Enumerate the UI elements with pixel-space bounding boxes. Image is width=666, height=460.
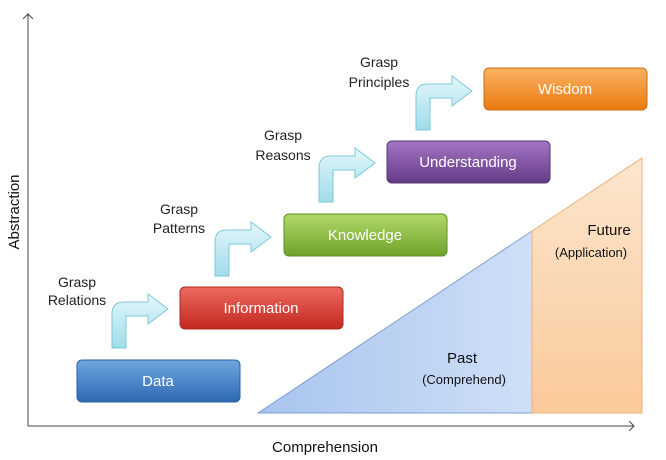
step-wisdom: Wisdom: [483, 67, 648, 111]
future-title: Future: [587, 222, 630, 239]
future-region: [531, 157, 643, 414]
step-knowledge-label: Knowledge: [328, 227, 402, 244]
label-grasp-reasons-line2: Reasons: [255, 147, 310, 163]
step-understanding: Understanding: [386, 140, 551, 184]
label-grasp-patterns-line1: Grasp: [160, 201, 198, 217]
arrow-reasons-icon: [318, 147, 376, 203]
label-grasp-principles-line2: Principles: [349, 74, 410, 90]
step-knowledge: Knowledge: [283, 213, 448, 257]
y-axis-label: Abstraction: [6, 174, 23, 249]
x-axis-label: Comprehension: [272, 439, 378, 456]
past-title: Past: [447, 350, 478, 367]
label-grasp-relations-line1: Grasp: [58, 274, 96, 290]
label-grasp-principles-line1: Grasp: [360, 54, 398, 70]
label-grasp-reasons-line1: Grasp: [264, 127, 302, 143]
arrow-patterns-icon: [214, 221, 272, 277]
step-data: Data: [76, 359, 241, 403]
step-information-label: Information: [223, 300, 298, 317]
future-subtitle: (Application): [555, 245, 627, 260]
step-data-label: Data: [142, 373, 174, 390]
step-information: Information: [179, 286, 344, 330]
arrow-principles-icon: [415, 75, 473, 131]
step-wisdom-label: Wisdom: [538, 81, 592, 98]
label-grasp-patterns-line2: Patterns: [153, 220, 205, 236]
past-subtitle: (Comprehend): [422, 372, 506, 387]
step-understanding-label: Understanding: [419, 154, 517, 171]
label-grasp-relations-line2: Relations: [48, 292, 106, 308]
arrow-relations-icon: [111, 293, 169, 349]
